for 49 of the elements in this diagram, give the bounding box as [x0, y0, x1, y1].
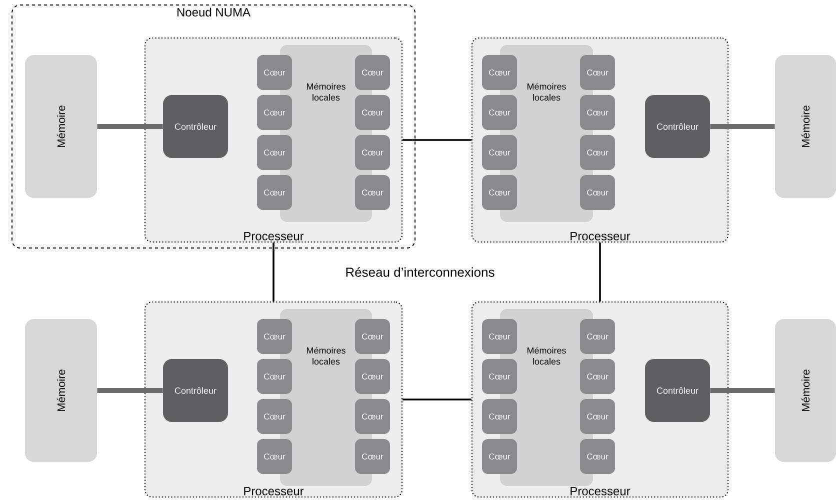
connector-line — [97, 124, 163, 129]
core-box: Cœur — [482, 95, 517, 130]
core-box: Cœur — [355, 135, 390, 170]
core-box: Cœur — [257, 175, 292, 210]
core-box: Cœur — [482, 319, 517, 354]
core-box: Cœur — [482, 399, 517, 434]
connector-line — [710, 388, 775, 393]
core-box: Cœur — [580, 175, 615, 210]
core-box: Cœur — [580, 135, 615, 170]
core-box: Cœur — [482, 439, 517, 474]
core-box: Cœur — [482, 135, 517, 170]
core-box: Cœur — [482, 359, 517, 394]
memory-box: Mémoire — [775, 55, 836, 198]
controller-box: Contrôleur — [645, 95, 710, 158]
memory-box: Mémoire — [25, 55, 98, 198]
connector-line — [97, 388, 163, 393]
controller-box: Contrôleur — [645, 359, 710, 422]
core-box: Cœur — [355, 399, 390, 434]
memory-box: Mémoire — [775, 319, 836, 462]
core-box: Cœur — [355, 439, 390, 474]
core-box: Cœur — [580, 95, 615, 130]
core-box: Cœur — [580, 359, 615, 394]
core-box: Cœur — [257, 95, 292, 130]
core-box: Cœur — [355, 359, 390, 394]
core-box: Cœur — [355, 175, 390, 210]
memory-box: Mémoire — [25, 319, 98, 462]
core-box: Cœur — [580, 319, 615, 354]
core-box: Cœur — [257, 55, 292, 90]
core-box: Cœur — [580, 439, 615, 474]
core-box: Cœur — [257, 439, 292, 474]
core-box: Cœur — [482, 175, 517, 210]
core-box: Cœur — [257, 359, 292, 394]
core-box: Cœur — [355, 55, 390, 90]
controller-box: Contrôleur — [163, 359, 228, 422]
core-box: Cœur — [355, 319, 390, 354]
connector-line — [710, 124, 775, 129]
core-box: Cœur — [580, 55, 615, 90]
core-box: Cœur — [355, 95, 390, 130]
core-box: Cœur — [257, 399, 292, 434]
connector-line — [599, 242, 601, 302]
connector-line — [402, 139, 472, 141]
core-box: Cœur — [482, 55, 517, 90]
connector-line — [402, 398, 472, 400]
controller-box: Contrôleur — [163, 95, 228, 158]
core-box: Cœur — [257, 135, 292, 170]
connector-line — [272, 242, 274, 302]
core-box: Cœur — [257, 319, 292, 354]
network-label: Réseau d’interconnexions — [346, 267, 494, 277]
core-box: Cœur — [580, 399, 615, 434]
